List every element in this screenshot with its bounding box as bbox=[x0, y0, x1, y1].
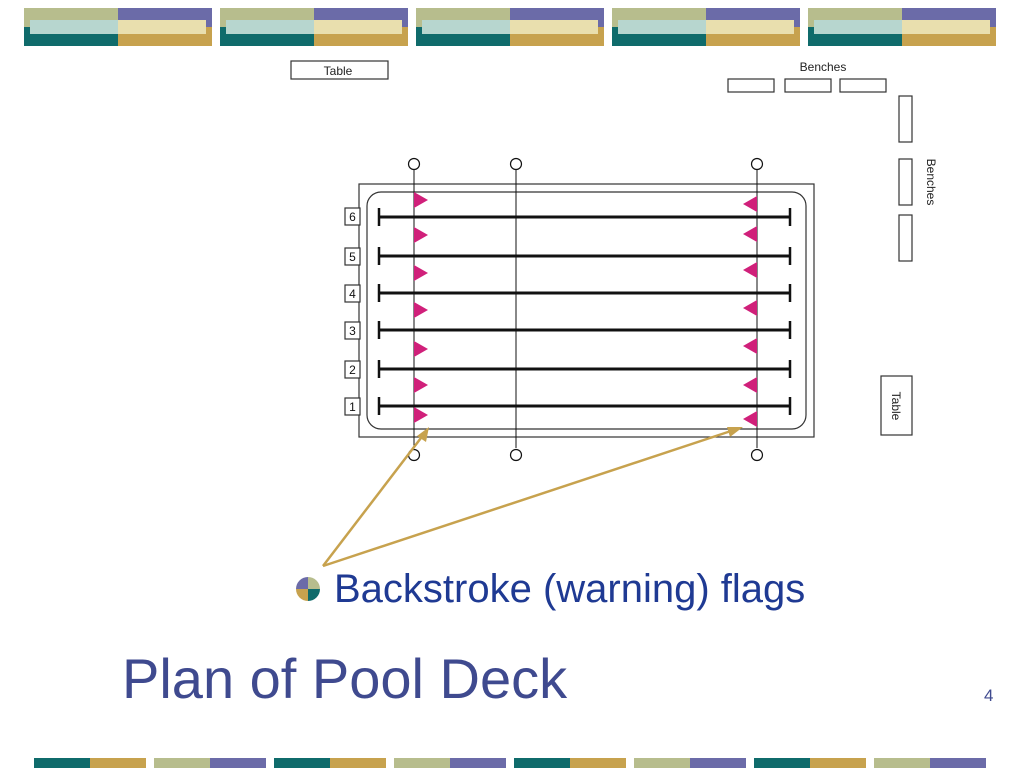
page-number: 4 bbox=[984, 686, 994, 705]
banner-tile bbox=[416, 8, 604, 46]
flag-icon bbox=[414, 407, 428, 423]
footer-segment bbox=[274, 758, 330, 768]
lane-1: 1 bbox=[344, 397, 792, 416]
top-table bbox=[290, 60, 389, 80]
lane-number-box bbox=[344, 207, 361, 226]
footer-segment bbox=[154, 758, 210, 768]
flag-icon bbox=[414, 192, 428, 208]
lane-6: 6 bbox=[344, 207, 792, 226]
bench bbox=[898, 95, 913, 143]
flag-icon bbox=[414, 341, 428, 357]
footer-segment bbox=[330, 758, 386, 768]
footer-segment bbox=[90, 758, 146, 768]
lane-number: 6 bbox=[349, 210, 356, 224]
footer-segment bbox=[754, 758, 810, 768]
flag-icon bbox=[414, 377, 428, 393]
banner-tile bbox=[808, 8, 996, 46]
flags-near-side bbox=[414, 192, 428, 423]
footer-segment bbox=[514, 758, 570, 768]
banner-tile-graphic bbox=[220, 8, 408, 46]
right-table-label: Table bbox=[889, 392, 903, 421]
lane-5: 5 bbox=[344, 247, 792, 266]
pool-inner-edge bbox=[366, 191, 807, 430]
footer-segment bbox=[210, 758, 266, 768]
lane-number: 5 bbox=[349, 250, 356, 264]
lane-number-box bbox=[344, 284, 361, 303]
banner-tile bbox=[24, 8, 212, 46]
footer-banner bbox=[0, 758, 1024, 768]
flags-far-side bbox=[743, 196, 757, 427]
lane-number-box bbox=[344, 360, 361, 379]
flag-icon bbox=[743, 196, 757, 212]
flag-icon bbox=[743, 338, 757, 354]
footer-segment bbox=[690, 758, 746, 768]
flag-icon bbox=[743, 226, 757, 242]
banner-tile bbox=[612, 8, 800, 46]
footer-segment bbox=[570, 758, 626, 768]
arrowhead-icon bbox=[417, 427, 429, 442]
bench bbox=[839, 78, 887, 93]
slide-title: Plan of Pool Deck bbox=[122, 647, 568, 710]
banner-tile-graphic bbox=[808, 8, 996, 46]
pool-outer-edge bbox=[358, 183, 815, 438]
bench bbox=[898, 214, 913, 262]
flag-icon bbox=[743, 262, 757, 278]
flags-caption: Backstroke (warning) flags bbox=[296, 564, 805, 614]
footer-segment bbox=[930, 758, 986, 768]
lane-3: 3 bbox=[344, 321, 792, 340]
footer-segment bbox=[634, 758, 690, 768]
lane-number: 4 bbox=[349, 287, 356, 301]
footer-segment bbox=[810, 758, 866, 768]
bench bbox=[784, 78, 832, 93]
lane-number-box bbox=[344, 247, 361, 266]
flag-icon bbox=[414, 302, 428, 318]
lane-number: 1 bbox=[349, 400, 356, 414]
top-table-label: Table bbox=[324, 64, 353, 78]
leader-arrow bbox=[322, 428, 735, 568]
flag-icon bbox=[743, 411, 757, 427]
quadrant-bullet-icon bbox=[296, 577, 320, 601]
lane-number-box bbox=[344, 397, 361, 416]
lane-number: 2 bbox=[349, 363, 356, 377]
right-table bbox=[880, 375, 913, 436]
leader-arrows bbox=[322, 427, 743, 568]
caption-text: Backstroke (warning) flags bbox=[334, 566, 806, 611]
banner-tile bbox=[220, 8, 408, 46]
lane-number: 3 bbox=[349, 324, 356, 338]
banner-tile-graphic bbox=[416, 8, 604, 46]
flag-icon bbox=[743, 300, 757, 316]
flag-icon bbox=[414, 227, 428, 243]
flag-icon bbox=[743, 377, 757, 393]
arrowhead-icon bbox=[727, 427, 743, 437]
lane-4: 4 bbox=[344, 284, 792, 303]
banner-tile-graphic bbox=[612, 8, 800, 46]
bench bbox=[727, 78, 775, 93]
header-banner bbox=[0, 0, 1024, 50]
lane-number-box bbox=[344, 321, 361, 340]
flag-icon bbox=[414, 265, 428, 281]
bench bbox=[898, 158, 913, 206]
footer-segment bbox=[874, 758, 930, 768]
lane-2: 2 bbox=[344, 360, 792, 379]
footer-segment bbox=[34, 758, 90, 768]
footer-segment bbox=[450, 758, 506, 768]
footer-segment bbox=[394, 758, 450, 768]
banner-tile-graphic bbox=[24, 8, 212, 46]
leader-arrow bbox=[322, 433, 425, 567]
right-benches-label: Benches bbox=[924, 159, 938, 206]
top-benches-label: Benches bbox=[800, 60, 847, 74]
